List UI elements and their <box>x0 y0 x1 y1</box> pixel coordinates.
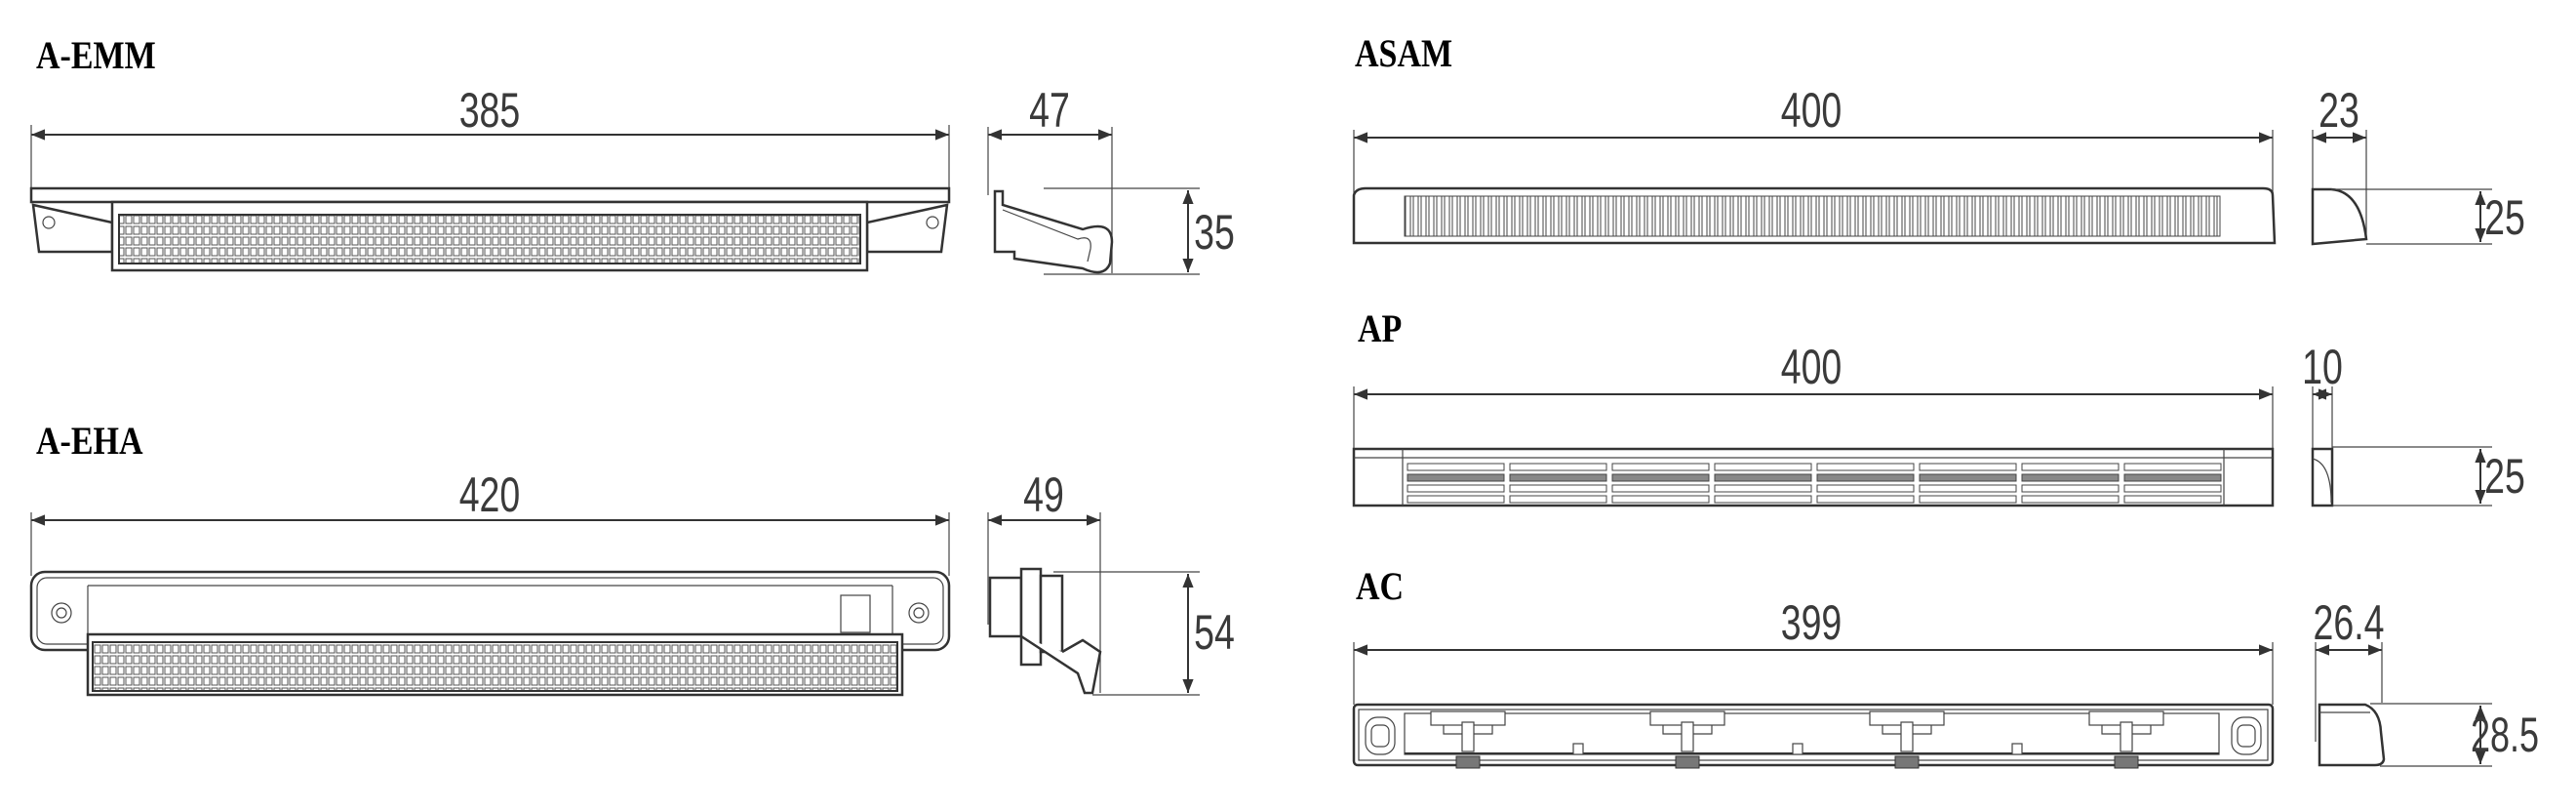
grille-slat <box>1407 495 1505 504</box>
grille-slat <box>1919 463 2017 471</box>
side-view <box>2311 447 2334 507</box>
length-label: 385 <box>459 84 521 138</box>
front-view <box>1352 186 2277 245</box>
grille-slat <box>1714 473 1812 482</box>
front-view <box>1352 447 2275 507</box>
product-title: A-EMM <box>36 35 156 78</box>
height-label: 25 <box>2484 191 2525 245</box>
product-a-emm: A-EMM 385 47 35 <box>29 35 1235 275</box>
grille-slat <box>1714 463 1812 471</box>
mounting-clip <box>1649 710 1803 769</box>
product-title: ASAM <box>1355 33 1452 76</box>
grille-slat <box>2021 484 2120 493</box>
grille-slat <box>1509 473 1607 482</box>
depth-label: 49 <box>1023 468 1064 522</box>
grille-slat <box>2021 495 2120 504</box>
length-label: 400 <box>1781 84 1843 138</box>
height-label: 28.5 <box>2471 709 2539 762</box>
product-ap: AP 400 10 25 <box>1352 308 2525 507</box>
front-view <box>1352 703 2275 769</box>
clip-slot <box>1572 743 1584 755</box>
grille-slat <box>1509 463 1607 471</box>
grille <box>118 214 861 264</box>
grille-slat <box>1509 484 1607 493</box>
grille-slat <box>2123 473 2222 482</box>
side-view <box>2311 187 2368 246</box>
product-title: AC <box>1356 566 1404 609</box>
grille-slat <box>1714 495 1812 504</box>
grille-slat <box>1816 463 1915 471</box>
mounting-clip <box>1869 710 2023 769</box>
grille-slat <box>1407 463 1505 471</box>
grille-slat <box>2123 463 2222 471</box>
grille-slat <box>1611 484 1710 493</box>
grille-slat <box>2123 495 2222 504</box>
depth-label: 10 <box>2302 341 2343 394</box>
height-label: 25 <box>2484 450 2525 504</box>
grille-slat <box>1919 495 2017 504</box>
grille-slat <box>2021 473 2120 482</box>
grille-slat <box>1407 473 1505 482</box>
product-asam: ASAM 400 23 25 <box>1352 33 2525 246</box>
clip-slot <box>1792 743 1803 755</box>
front-view <box>29 570 951 697</box>
side-view <box>993 189 1114 274</box>
product-ac: AC 399 26.4 28.5 <box>1352 566 2539 769</box>
length-label: 400 <box>1781 341 1843 394</box>
mounting-clips <box>1430 710 2164 769</box>
grille-slat <box>2123 484 2222 493</box>
grille-slat <box>1919 473 2017 482</box>
product-title: AP <box>1358 308 1402 351</box>
grille <box>1404 195 2221 237</box>
length-label: 420 <box>459 468 521 522</box>
front-view <box>29 186 951 272</box>
grille-slat <box>1509 495 1607 504</box>
grille-slat <box>1919 484 2017 493</box>
height-label: 54 <box>1194 606 1235 660</box>
grille-slat <box>1407 484 1505 493</box>
grille-slat <box>1714 484 1812 493</box>
side-view <box>2318 703 2386 767</box>
grille-slat <box>1611 473 1710 482</box>
length-label: 399 <box>1781 596 1843 650</box>
grille <box>92 641 898 692</box>
grille-slat <box>1611 463 1710 471</box>
clip-slot <box>2011 743 2023 755</box>
grille-slat <box>1816 495 1915 504</box>
grille-slat <box>1816 484 1915 493</box>
mounting-clip <box>1430 710 1584 769</box>
product-a-eha: A-EHA 420 49 54 <box>29 421 1235 697</box>
grille-slat <box>2021 463 2120 471</box>
grille-slat <box>1816 473 1915 482</box>
grille <box>1407 463 2222 504</box>
depth-label: 47 <box>1029 84 1070 138</box>
depth-label: 23 <box>2318 84 2359 138</box>
height-label: 35 <box>1194 206 1235 260</box>
grille-slat <box>1611 495 1710 504</box>
depth-label: 26.4 <box>2314 596 2385 650</box>
mounting-clip <box>2088 710 2164 769</box>
product-title: A-EHA <box>36 421 143 464</box>
side-view <box>988 567 1102 695</box>
